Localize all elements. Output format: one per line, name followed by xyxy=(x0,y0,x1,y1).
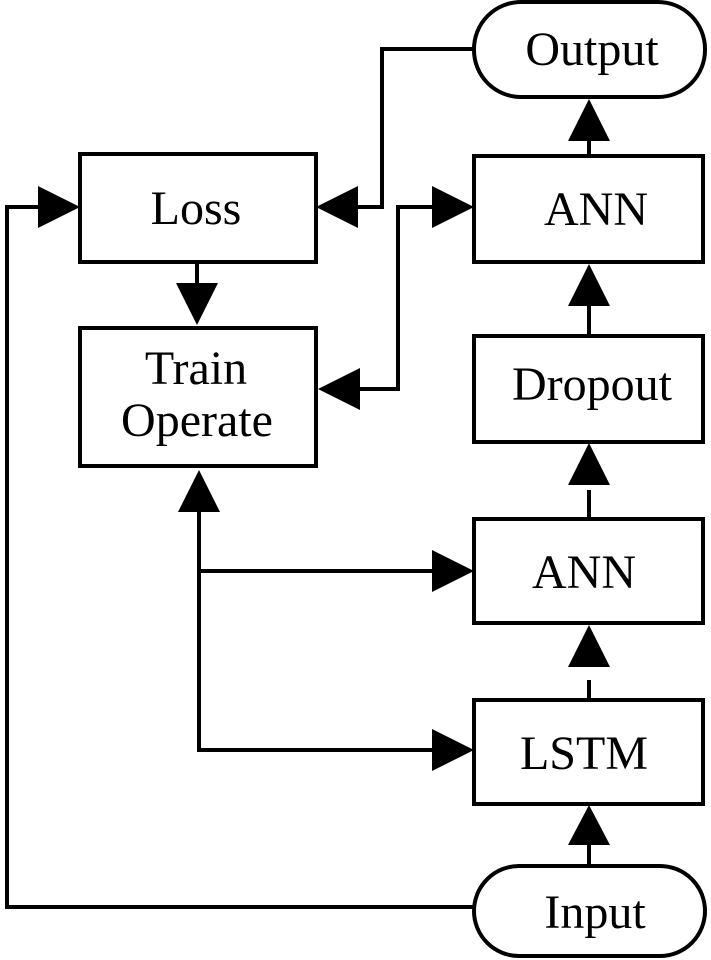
edge-input-to-loss xyxy=(5,205,474,909)
output-label: Output xyxy=(525,23,659,76)
loss-box xyxy=(78,152,318,264)
ann-top-box xyxy=(472,154,705,264)
edge-output-to-loss xyxy=(358,47,474,209)
node-input: Input xyxy=(472,864,707,958)
ann-top-label: ANN xyxy=(544,183,648,236)
operate-label: Operate xyxy=(121,394,273,447)
arrowhead-train-into-ann-bottom xyxy=(432,550,474,592)
node-ann-top: ANN xyxy=(472,154,705,264)
train-label: Train xyxy=(145,342,247,395)
arrowhead-into-ann-bottom xyxy=(568,625,610,667)
node-train-operate: Train Operate xyxy=(78,326,318,468)
output-box xyxy=(472,0,707,99)
node-loss: Loss xyxy=(78,152,318,264)
arrowhead-input-into-loss xyxy=(38,186,80,228)
arrowhead-output-into-loss xyxy=(316,186,358,228)
node-output: Output xyxy=(472,0,707,99)
node-dropout: Dropout xyxy=(472,334,705,444)
arrowheads xyxy=(38,99,610,845)
arrowhead-train-into-ann-top xyxy=(432,186,474,228)
node-ann-bottom: ANN xyxy=(472,517,705,625)
arrowhead-into-train-operate xyxy=(176,283,218,325)
arrowhead-into-output xyxy=(568,99,610,141)
ann-bottom-box xyxy=(472,517,705,625)
arrowhead-train-into-lstm xyxy=(432,729,474,771)
dropout-label: Dropout xyxy=(512,358,673,411)
input-box xyxy=(472,864,707,958)
node-lstm: LSTM xyxy=(472,698,705,806)
input-label: Input xyxy=(544,886,646,939)
edge-train-operate-to-ann-top xyxy=(358,205,436,391)
arrowhead-into-train-operate-right xyxy=(318,368,360,410)
lstm-box xyxy=(472,698,705,806)
arrowhead-into-ann-top xyxy=(568,264,610,306)
arrowhead-into-train-operate-bottom xyxy=(178,470,220,512)
arrowhead-into-lstm xyxy=(568,805,610,845)
loss-label: Loss xyxy=(151,182,242,235)
arrowhead-into-dropout xyxy=(568,443,610,485)
dropout-box xyxy=(472,334,705,444)
lstm-label: LSTM xyxy=(520,727,648,780)
edge-train-operate-branch xyxy=(197,510,436,752)
connectors xyxy=(5,47,591,909)
ann-bottom-label: ANN xyxy=(532,546,636,599)
train-operate-box xyxy=(78,326,318,468)
